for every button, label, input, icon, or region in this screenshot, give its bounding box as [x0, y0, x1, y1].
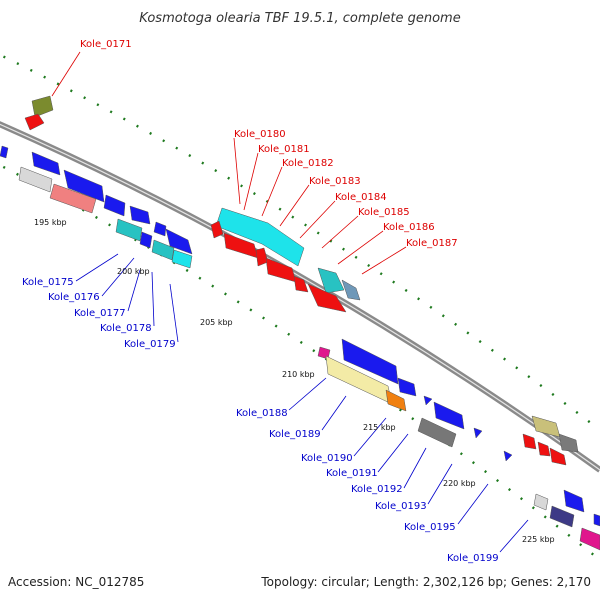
- accession-text: Accession: NC_012785: [8, 575, 144, 589]
- gene-red-small-1: [522, 433, 537, 450]
- reverse-strand-genes: [0, 145, 600, 551]
- gene-blue-3: [63, 169, 105, 203]
- forward-leader-lines: [51, 51, 407, 275]
- gene-grey-small: [558, 433, 579, 453]
- label-kole-0182: Kole_0182: [282, 158, 334, 169]
- gene-kole-0184: [293, 275, 309, 293]
- gene-kole-0192-tri: [423, 395, 433, 406]
- label-kole-0188: Kole_0188: [236, 408, 288, 419]
- gene-kole-0171: [24, 113, 45, 131]
- gene-blue-1: [0, 145, 9, 159]
- tick-215kbp: 215 kbp: [363, 423, 396, 432]
- gene-kole-0187: [307, 283, 347, 313]
- tick-225kbp: 225 kbp: [522, 535, 555, 544]
- reverse-leader-lines: [75, 253, 529, 553]
- label-kole-0190: Kole_0190: [301, 453, 353, 464]
- gene-kole-0191: [397, 377, 417, 397]
- label-kole-0183: Kole_0183: [309, 176, 361, 187]
- gene-kole-0177: [151, 239, 175, 261]
- gene-red-small-2: [537, 441, 551, 457]
- label-kole-0181: Kole_0181: [258, 144, 310, 155]
- label-kole-0186: Kole_0186: [383, 222, 435, 233]
- gene-silver-2: [533, 493, 549, 511]
- tick-200kbp: 200 kbp: [117, 267, 150, 276]
- label-kole-0184: Kole_0184: [335, 192, 387, 203]
- gene-blue-2: [31, 151, 61, 176]
- gene-kole-0185: [317, 267, 345, 294]
- forward-strand-genes: [24, 95, 579, 466]
- gene-silver: [18, 166, 53, 193]
- gene-pink: [49, 183, 97, 214]
- gene-kole-0182: [255, 247, 269, 267]
- gene-kole-0193: [417, 417, 457, 448]
- label-kole-0187: Kole_0187: [406, 238, 458, 249]
- gene-kole-0178: [171, 249, 193, 269]
- label-kole-0171: Kole_0171: [80, 39, 132, 50]
- gene-navy: [549, 505, 575, 528]
- gene-kole-0189: [341, 338, 399, 385]
- gene-kole-0180: [210, 220, 224, 239]
- gene-blue-4: [103, 194, 126, 217]
- reverse-gene-labels: Kole_0175 Kole_0176 Kole_0177 Kole_0178 …: [22, 277, 499, 564]
- label-kole-0192: Kole_0192: [351, 484, 403, 495]
- label-kole-0185: Kole_0185: [358, 207, 410, 218]
- gene-blue-7: [165, 228, 193, 255]
- gene-red-small-3: [549, 447, 567, 466]
- label-kole-0193: Kole_0193: [375, 501, 427, 512]
- gene-kole-0186: [341, 279, 361, 301]
- gene-kole-0195-tri: [473, 427, 483, 439]
- gene-blue-6: [153, 221, 167, 237]
- gene-kole-0199-tri: [503, 450, 513, 462]
- gene-magenta: [579, 527, 600, 551]
- label-kole-0191: Kole_0191: [326, 468, 378, 479]
- tick-205kbp: 205 kbp: [200, 318, 233, 327]
- label-kole-0189: Kole_0189: [269, 429, 321, 440]
- position-ticks: 195 kbp 200 kbp 205 kbp 210 kbp 215 kbp …: [34, 218, 555, 544]
- label-kole-0179: Kole_0179: [124, 339, 176, 350]
- gene-kole-0192: [433, 401, 465, 430]
- gene-kole-0171-olive: [31, 95, 54, 118]
- label-kole-0175: Kole_0175: [22, 277, 74, 288]
- tick-210kbp: 210 kbp: [282, 370, 315, 379]
- gene-kole-0175: [115, 218, 143, 242]
- map-title: Kosmotoga olearia TBF 19.5.1, complete g…: [139, 11, 460, 26]
- label-kole-0178: Kole_0178: [100, 323, 152, 334]
- outer-dotted-ring: [0, 53, 600, 561]
- genome-summary-text: Topology: circular; Length: 2,302,126 bp…: [260, 575, 591, 589]
- gene-blue-5: [129, 205, 151, 225]
- genome-backbone: [0, 121, 600, 473]
- tick-195kbp: 195 kbp: [34, 218, 67, 227]
- gene-blue-8: [563, 489, 585, 513]
- label-kole-0177: Kole_0177: [74, 308, 126, 319]
- label-kole-0199: Kole_0199: [447, 553, 499, 564]
- tick-220kbp: 220 kbp: [443, 479, 476, 488]
- gene-kole-0176: [139, 231, 153, 249]
- gene-kole-0191-orange: [385, 389, 407, 412]
- forward-gene-labels: Kole_0171 Kole_0180 Kole_0181 Kole_0182 …: [80, 39, 458, 249]
- label-kole-0176: Kole_0176: [48, 292, 100, 303]
- label-kole-0195: Kole_0195: [404, 522, 456, 533]
- label-kole-0180: Kole_0180: [234, 129, 286, 140]
- gene-blue-9: [593, 513, 600, 527]
